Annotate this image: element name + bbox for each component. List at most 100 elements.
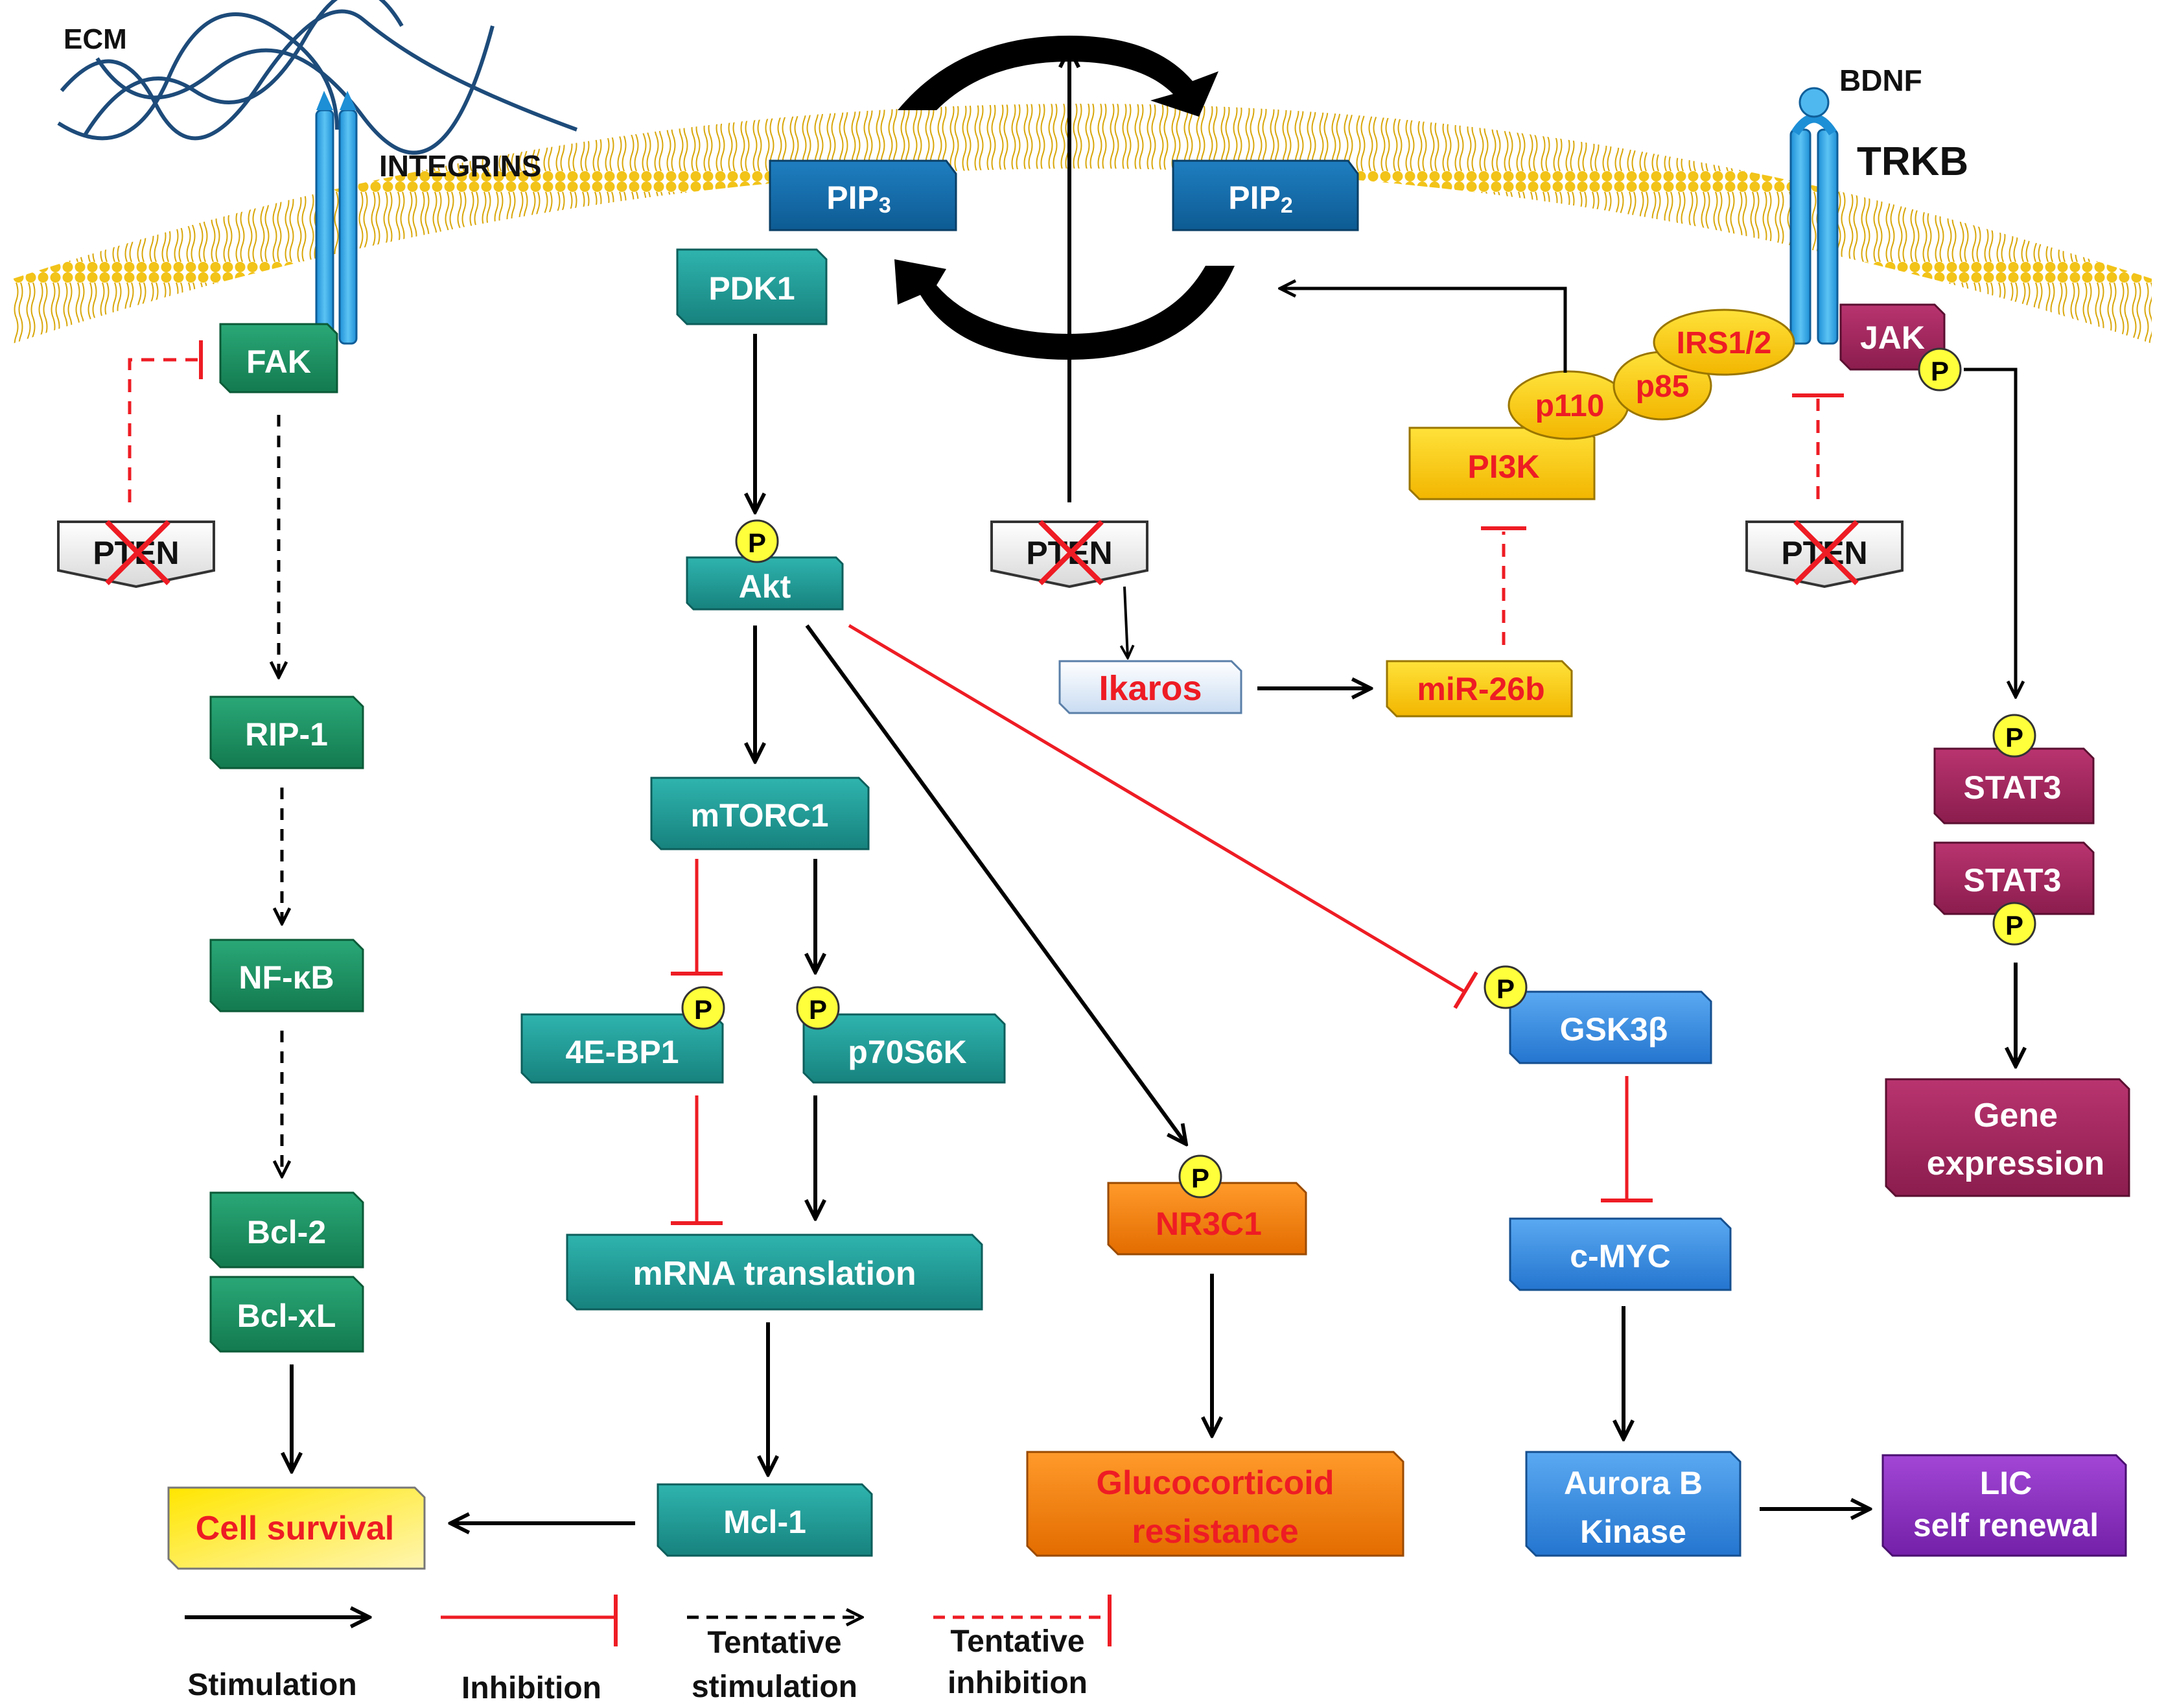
trkb-label: TRKB bbox=[1857, 139, 1968, 184]
pi3k-label: PI3K bbox=[1467, 449, 1539, 485]
p110-label: p110 bbox=[1535, 389, 1605, 423]
pdk1-node: PDK1 bbox=[676, 248, 828, 325]
cell-survival-node: Cell survival bbox=[167, 1486, 426, 1570]
svg-text:PIP3: PIP3 bbox=[826, 180, 891, 218]
p85-label: p85 bbox=[1636, 369, 1690, 404]
pten-fak-tentative-inhibition bbox=[128, 358, 198, 502]
gsk3b-label: GSK3β bbox=[1560, 1011, 1668, 1047]
akt-nr3c1-arrow bbox=[805, 624, 1186, 1144]
pdk1-label: PDK1 bbox=[708, 270, 795, 307]
deleted-cross-icon bbox=[1038, 520, 1104, 585]
gsk3b-node: GSK3β bbox=[1509, 990, 1712, 1064]
integrin-receptor-icon bbox=[315, 91, 358, 345]
legend-tentative-inhibition-label-1: Tentative bbox=[950, 1624, 1084, 1659]
svg-text:P: P bbox=[1931, 356, 1949, 386]
integrins-label: INTEGRINS bbox=[379, 149, 541, 183]
bdnf-label: BDNF bbox=[1839, 64, 1922, 97]
cell-survival-label: Cell survival bbox=[196, 1510, 394, 1547]
akt-label: Akt bbox=[739, 568, 791, 605]
gene-label-line2: expression bbox=[1927, 1145, 2105, 1182]
mcl1-label: Mcl-1 bbox=[723, 1504, 806, 1540]
pip3-label: PIP bbox=[826, 180, 879, 216]
cmyc-label: c-MYC bbox=[1570, 1238, 1671, 1274]
p110-subunit: p110 bbox=[1508, 370, 1629, 440]
pip2-label: PIP bbox=[1228, 180, 1281, 216]
bclxl-node: Bcl-xL bbox=[209, 1276, 364, 1353]
legend-tentative-stimulation-label-2: stimulation bbox=[692, 1670, 857, 1704]
pip3-subscript: 3 bbox=[879, 193, 891, 218]
lic-label-line1: LIC bbox=[1980, 1465, 2032, 1501]
stat3-label-1: STAT3 bbox=[1964, 769, 2062, 806]
svg-text:P: P bbox=[694, 994, 712, 1025]
ikaros-label: Ikaros bbox=[1099, 669, 1202, 708]
phospho-4ebp1-icon: P bbox=[681, 986, 725, 1030]
cell-membrane bbox=[13, 104, 2152, 344]
nr3c1-node: NR3C1 bbox=[1107, 1182, 1307, 1256]
phospho-stat3-1-icon: P bbox=[1992, 714, 2036, 758]
jak-stat3-arrow bbox=[1964, 368, 2016, 697]
mtorc1-node: mTORC1 bbox=[650, 777, 870, 850]
phospho-nr3c1-icon: P bbox=[1178, 1154, 1222, 1199]
cmyc-node: c-MYC bbox=[1509, 1217, 1732, 1291]
stat3-node-2: STAT3 bbox=[1933, 841, 2095, 915]
nfkb-node: NF-κB bbox=[209, 939, 364, 1012]
mir26b-label: miR-26b bbox=[1417, 671, 1544, 707]
p70s6k-node: p70S6K bbox=[802, 1013, 1006, 1084]
svg-text:P: P bbox=[748, 528, 766, 558]
gene-label-line1: Gene bbox=[1974, 1097, 2058, 1134]
p70s6k-label: p70S6K bbox=[848, 1034, 966, 1070]
svg-text:P: P bbox=[2005, 910, 2023, 941]
mtorc1-label: mTORC1 bbox=[690, 797, 828, 834]
stat3-label-2: STAT3 bbox=[1964, 862, 2062, 898]
pi3k-node: PI3K bbox=[1408, 427, 1596, 500]
ecm-fibers-icon bbox=[57, 0, 578, 155]
stat3-node-1: STAT3 bbox=[1933, 747, 2095, 825]
akt-gsk3b-inhibition bbox=[848, 624, 1466, 994]
legend-tentative-inhibition-label-2: inhibition bbox=[948, 1666, 1088, 1700]
mcl1-node: Mcl-1 bbox=[657, 1483, 873, 1557]
svg-text:P: P bbox=[2005, 722, 2023, 753]
ecm-label: ECM bbox=[64, 23, 127, 55]
gene-expression-node: Gene expression bbox=[1885, 1078, 2130, 1197]
svg-text:PIP2: PIP2 bbox=[1228, 180, 1293, 218]
svg-text:P: P bbox=[1496, 974, 1515, 1004]
gc-label-line1: Glucocorticoid bbox=[1097, 1464, 1334, 1502]
fak-node: FAK bbox=[219, 323, 338, 393]
pten-node-right: PTEN bbox=[1745, 520, 1904, 589]
deleted-cross-icon bbox=[105, 520, 170, 585]
legend: Stimulation Inhibition Tentative stimula… bbox=[185, 1595, 1112, 1705]
phospho-gsk3b-icon: P bbox=[1484, 965, 1528, 1009]
aurora-b-kinase-node: Aurora B Kinase bbox=[1525, 1451, 1741, 1557]
svg-text:P: P bbox=[809, 994, 827, 1025]
irs-subunit: IRS1/2 bbox=[1653, 309, 1795, 376]
pip-cycle-arrows bbox=[894, 36, 1235, 360]
mrna-translation-node: mRNA translation bbox=[566, 1234, 983, 1311]
gc-label-line2: resistance bbox=[1132, 1513, 1298, 1550]
ikaros-node: Ikaros bbox=[1058, 660, 1242, 714]
pten-node-middle: PTEN bbox=[990, 520, 1148, 589]
legend-stimulation-label: Stimulation bbox=[187, 1668, 356, 1702]
phospho-stat3-2-icon: P bbox=[1992, 902, 2036, 946]
phospho-jak-icon: P bbox=[1918, 347, 1962, 392]
fak-label: FAK bbox=[246, 344, 311, 380]
svg-text:P: P bbox=[1191, 1163, 1209, 1193]
lic-self-renewal-node: LIC self renewal bbox=[1881, 1454, 2127, 1557]
akt-node: Akt bbox=[686, 556, 844, 611]
bcl2-label: Bcl-2 bbox=[247, 1214, 326, 1250]
pi3k-pip2-arrow bbox=[1280, 288, 1567, 373]
deleted-cross-icon bbox=[1793, 520, 1859, 585]
lic-label-line2: self renewal bbox=[1913, 1507, 2099, 1543]
bcl2-node: Bcl-2 bbox=[209, 1191, 364, 1269]
pten-node-left: PTEN bbox=[57, 520, 215, 589]
nfkb-label: NF-κB bbox=[239, 959, 334, 996]
irs-label: IRS1/2 bbox=[1677, 326, 1772, 360]
pip3-node: PIP3 bbox=[769, 159, 957, 231]
aurora-label-line2: Kinase bbox=[1580, 1514, 1686, 1550]
4ebp1-label: 4E-BP1 bbox=[565, 1034, 679, 1070]
trkb-receptor-icon bbox=[1789, 87, 1839, 345]
inhibition-bar bbox=[1453, 971, 1478, 1009]
pip2-subscript: 2 bbox=[1281, 193, 1293, 218]
mrna-translation-label: mRNA translation bbox=[633, 1255, 916, 1293]
phospho-p70s6k-icon: P bbox=[796, 986, 840, 1030]
